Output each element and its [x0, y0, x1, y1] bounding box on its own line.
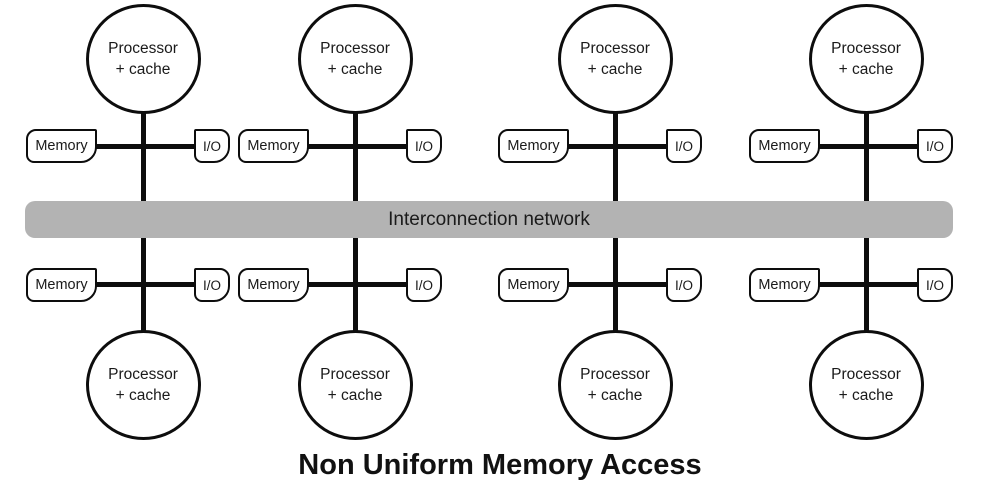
- processor-label-line1: Processor: [831, 366, 901, 383]
- io-label: I/O: [925, 277, 944, 293]
- processor-node: Processor + cache: [297, 4, 413, 114]
- io-label: I/O: [674, 277, 693, 293]
- memory-node: Memory: [238, 129, 309, 163]
- processor-label-line2: + cache: [327, 387, 383, 404]
- memory-node: Memory: [238, 268, 309, 302]
- bus-horizontal-line: [567, 282, 668, 287]
- memory-node: Memory: [498, 129, 569, 163]
- io-node: I/O: [666, 268, 702, 302]
- memory-label: Memory: [758, 277, 811, 293]
- io-label: I/O: [414, 138, 433, 154]
- io-node: I/O: [917, 268, 953, 302]
- processor-label-line2: + cache: [587, 387, 643, 404]
- memory-label: Memory: [507, 138, 560, 154]
- io-node: I/O: [194, 268, 230, 302]
- processor-label-line1: Processor: [108, 40, 178, 57]
- processor-node: Processor + cache: [85, 4, 201, 114]
- processor-label-line2: + cache: [587, 61, 643, 78]
- bus-horizontal-line: [818, 144, 919, 149]
- memory-node: Memory: [749, 268, 820, 302]
- processor-label-line1: Processor: [320, 366, 390, 383]
- bus-horizontal-line: [307, 282, 408, 287]
- interconnection-network-bar: Interconnection network: [25, 201, 953, 238]
- memory-node: Memory: [26, 129, 97, 163]
- io-label: I/O: [202, 277, 221, 293]
- bus-horizontal-line: [818, 282, 919, 287]
- processor-label-line1: Processor: [320, 40, 390, 57]
- processor-node: Processor + cache: [808, 4, 924, 114]
- io-node: I/O: [406, 268, 442, 302]
- memory-node: Memory: [498, 268, 569, 302]
- processor-node: Processor + cache: [557, 4, 673, 114]
- io-label: I/O: [925, 138, 944, 154]
- processor-label-line2: + cache: [115, 387, 171, 404]
- processor-label-line1: Processor: [108, 366, 178, 383]
- memory-label: Memory: [247, 277, 300, 293]
- memory-node: Memory: [26, 268, 97, 302]
- memory-label: Memory: [507, 277, 560, 293]
- io-label: I/O: [674, 138, 693, 154]
- bus-horizontal-line: [567, 144, 668, 149]
- io-node: I/O: [917, 129, 953, 163]
- processor-label-line1: Processor: [580, 40, 650, 57]
- io-label: I/O: [202, 138, 221, 154]
- processor-node: Processor + cache: [808, 330, 924, 440]
- memory-label: Memory: [35, 277, 88, 293]
- bus-horizontal-line: [95, 144, 196, 149]
- processor-label-line1: Processor: [580, 366, 650, 383]
- memory-label: Memory: [758, 138, 811, 154]
- processor-node: Processor + cache: [85, 330, 201, 440]
- interconnection-network-label: Interconnection network: [388, 208, 590, 230]
- io-node: I/O: [194, 129, 230, 163]
- memory-label: Memory: [35, 138, 88, 154]
- processor-node: Processor + cache: [557, 330, 673, 440]
- bus-horizontal-line: [307, 144, 408, 149]
- bus-horizontal-line: [95, 282, 196, 287]
- processor-label-line2: + cache: [327, 61, 383, 78]
- processor-label-line1: Processor: [831, 40, 901, 57]
- memory-label: Memory: [247, 138, 300, 154]
- io-node: I/O: [666, 129, 702, 163]
- diagram-title: Non Uniform Memory Access: [298, 449, 702, 481]
- processor-label-line2: + cache: [838, 61, 894, 78]
- io-label: I/O: [414, 277, 433, 293]
- processor-node: Processor + cache: [297, 330, 413, 440]
- processor-label-line2: + cache: [838, 387, 894, 404]
- processor-label-line2: + cache: [115, 61, 171, 78]
- io-node: I/O: [406, 129, 442, 163]
- memory-node: Memory: [749, 129, 820, 163]
